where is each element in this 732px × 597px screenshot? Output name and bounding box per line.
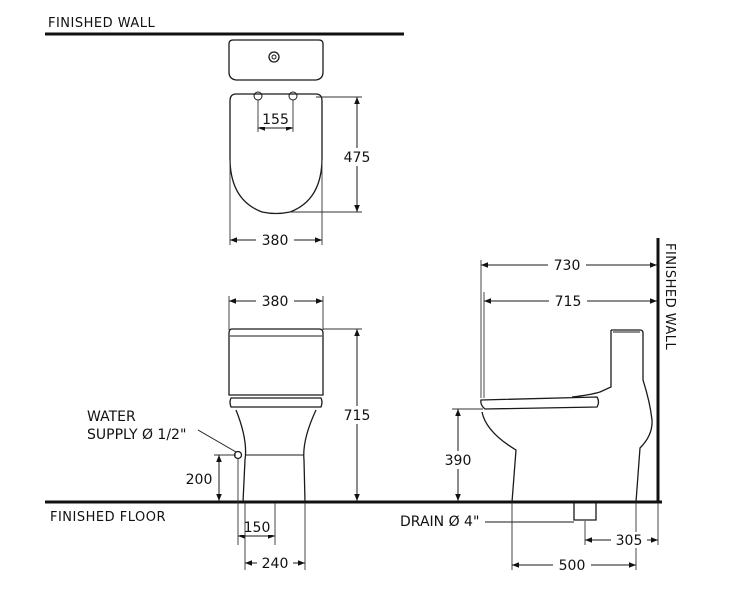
dim-305: 305 [616, 533, 643, 549]
dim-715-height: 715 [344, 408, 371, 424]
front-view: WATER SUPPLY Ø 1/2" 380 715 200 150 240 [87, 293, 376, 572]
dim-390: 390 [445, 453, 472, 469]
dim-380-top: 380 [262, 233, 289, 249]
side-view: FINISHED WALL DRAIN Ø 4" 730 715 390 500 [400, 238, 677, 574]
tank-top-outline [228, 39, 324, 81]
dim-475: 475 [344, 150, 371, 166]
dim-240: 240 [262, 556, 289, 572]
finished-wall-label-top: FINISHED WALL [48, 16, 156, 31]
dim-200: 200 [186, 472, 213, 488]
flush-button-inner [271, 54, 277, 60]
finished-wall-label-side: FINISHED WALL [662, 243, 677, 351]
finished-floor-label: FINISHED FLOOR [50, 510, 166, 525]
flush-button-icon [268, 51, 280, 63]
pedestal-front [235, 409, 317, 503]
tank-front-outline [228, 328, 324, 396]
dim-380-front: 380 [262, 294, 289, 310]
hinge-left [253, 91, 263, 101]
hinge-right [288, 91, 298, 101]
water-supply-label-1: WATER [87, 409, 136, 425]
seat-lid-outline [229, 93, 323, 215]
toilet-side-outline [480, 329, 653, 503]
drain-label: DRAIN Ø 4" [400, 514, 479, 530]
top-view: FINISHED WALL 155 475 380 [45, 16, 404, 249]
dim-715-depth: 715 [555, 294, 582, 310]
water-supply-label-2: SUPPLY Ø 1/2" [87, 427, 186, 443]
drain-pipe [573, 503, 597, 521]
dim-500: 500 [559, 558, 586, 574]
dim-150: 150 [244, 520, 271, 536]
seat-front [229, 397, 323, 408]
dim-155: 155 [262, 112, 289, 128]
dim-730: 730 [554, 258, 581, 274]
